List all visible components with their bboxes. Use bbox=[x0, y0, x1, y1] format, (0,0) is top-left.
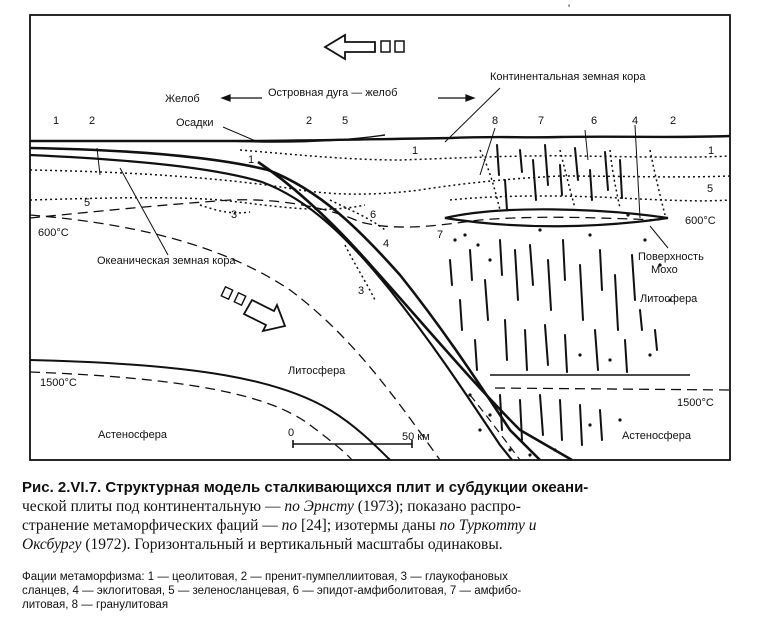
facies-legend: Фации метаморфизма: 1 — цеолитовая, 2 — … bbox=[22, 570, 752, 612]
caption-line3-c: [24]; изотермы даны bbox=[297, 517, 440, 534]
top-mark: ' bbox=[568, 3, 570, 15]
facies-num-1d: 1 bbox=[708, 145, 714, 157]
granulite-streaks bbox=[449, 144, 658, 446]
facies-num-2a: 2 bbox=[89, 115, 95, 127]
facies-num-7b: 7 bbox=[538, 115, 544, 127]
figure-caption: Рис. 2.VI.7. Структурная модель сталкива… bbox=[22, 478, 752, 554]
label-iso-1500-right: 1500°С bbox=[677, 397, 714, 409]
caption-line2-a: ческой плиты под континентальную — bbox=[22, 498, 285, 515]
facies-boundaries bbox=[29, 149, 731, 301]
label-sediments: Осадки bbox=[176, 117, 214, 129]
caption-line4-a: Оксбургу bbox=[22, 536, 82, 553]
caption-line2-b: по Эрнсту bbox=[284, 498, 354, 515]
slab-base-line bbox=[29, 359, 391, 461]
scale-km: 50 км bbox=[402, 431, 430, 443]
label-asthenosphere-left: Астеносфера bbox=[98, 429, 168, 441]
iso-600-line bbox=[29, 199, 661, 228]
label-oceanic-crust: Океаническая земная кора bbox=[97, 255, 236, 267]
facies-num-2b: 2 bbox=[306, 115, 312, 127]
label-iso-600-right: 600°С bbox=[685, 215, 716, 227]
moho-lens bbox=[444, 208, 669, 228]
facies-num-5b: 5 bbox=[342, 115, 348, 127]
oceanic-crust-bottom bbox=[29, 153, 513, 461]
facies-num-1c: 1 bbox=[412, 145, 418, 157]
granulite-dots bbox=[453, 213, 672, 457]
label-arrows bbox=[220, 94, 476, 102]
caption-head: Рис. 2.VI.7. Структурная модель сталкива… bbox=[22, 479, 589, 496]
facies-line-2: сланцев, 4 — эклогитовая, 5 — зеленослан… bbox=[22, 585, 522, 597]
scale-zero: 0 bbox=[288, 427, 294, 439]
facies-num-5a: 5 bbox=[84, 197, 90, 209]
sediments-wedge bbox=[229, 134, 386, 143]
facies-num-3a: 3 bbox=[231, 209, 237, 221]
caption-line4-b: (1972). Горизонтальный и вертикальный ма… bbox=[81, 536, 503, 553]
arrow-down-right-icon bbox=[220, 285, 287, 333]
facies-num-2c: 2 bbox=[670, 115, 676, 127]
label-pointers bbox=[96, 87, 669, 256]
label-continental-crust: Континентальная земная кора bbox=[490, 71, 646, 83]
facies-num-4a: 4 bbox=[383, 238, 389, 250]
label-arc-trench: Островная дуга — желоб bbox=[268, 87, 397, 99]
facies-num-8: 8 bbox=[492, 115, 498, 127]
iso-1500-right-line bbox=[494, 387, 731, 391]
facies-num-1b: 1 bbox=[248, 154, 254, 166]
surface-line bbox=[30, 134, 731, 143]
arrow-left-icon bbox=[323, 33, 405, 61]
label-iso-1500-left: 1500°С bbox=[40, 377, 77, 389]
label-asthenosphere-right: Астеносфера bbox=[622, 430, 692, 442]
facies-num-3b: 3 bbox=[358, 285, 364, 297]
iso-1500-left-line bbox=[29, 371, 353, 461]
figure-frame bbox=[29, 14, 731, 461]
facies-num-6a: 6 bbox=[370, 209, 376, 221]
caption-line3-d: по Туркотту и bbox=[439, 517, 537, 534]
facies-num-1a: 1 bbox=[53, 115, 59, 127]
caption-line2-c: (1973); показано распро- bbox=[353, 498, 521, 515]
label-lithosphere-left: Литосфера bbox=[288, 365, 346, 377]
lithosphere-base-dashed bbox=[29, 214, 441, 461]
label-moho-2: Мохо bbox=[651, 264, 678, 276]
facies-num-4b: 4 bbox=[632, 115, 638, 127]
facies-line-3: литовая, 8 — гранулитовая bbox=[22, 599, 169, 611]
slab-dashed-inner bbox=[469, 394, 521, 461]
plate-boundary bbox=[257, 160, 573, 462]
caption-line3-a: странение метаморфических фаций — bbox=[22, 517, 282, 534]
facies-num-7a: 7 bbox=[437, 229, 443, 241]
facies-line-1: Фации метаморфизма: 1 — цеолитовая, 2 — … bbox=[22, 571, 508, 583]
label-iso-600-left: 600°С bbox=[38, 227, 69, 239]
facies-num-6b: 6 bbox=[591, 115, 597, 127]
label-moho-1: Поверхность bbox=[638, 251, 704, 263]
label-lithosphere-right: Литосфера bbox=[640, 293, 698, 305]
subduction-diagram: ' Желоб Островная дуга — желоб Континент… bbox=[29, 3, 731, 462]
caption-line3-b: по bbox=[281, 517, 298, 534]
label-trench: Желоб bbox=[165, 93, 200, 105]
oceanic-crust-top bbox=[29, 146, 541, 461]
facies-num-5c: 5 bbox=[707, 183, 713, 195]
scale-bar bbox=[292, 440, 413, 448]
